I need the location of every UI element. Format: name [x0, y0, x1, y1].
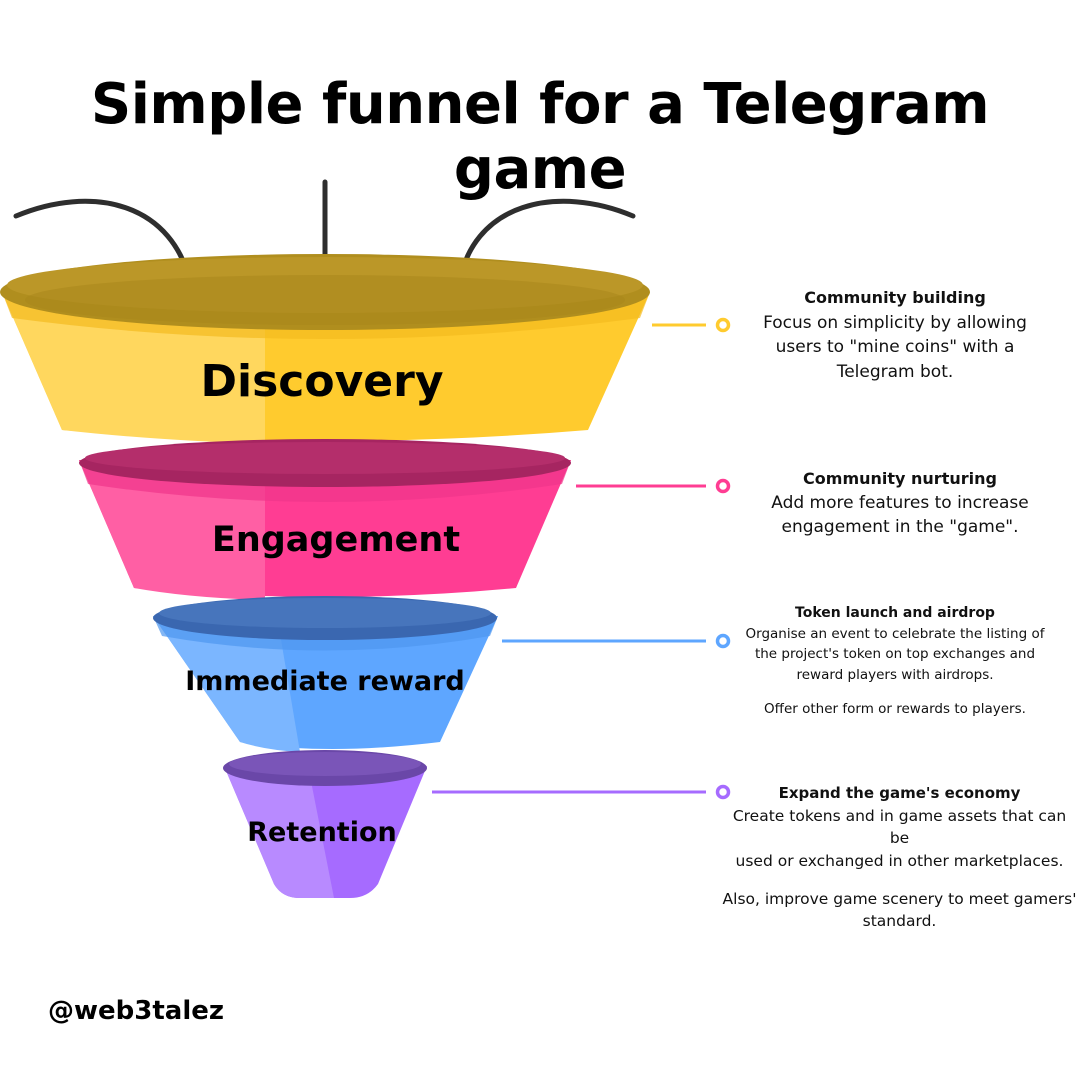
funnel-stage-discovery: [0, 254, 650, 444]
description-heading: Community nurturing: [803, 469, 997, 488]
funnel-stage-engagement: [79, 439, 571, 600]
description-line: Organise an event to celebrate the listi…: [745, 625, 1045, 642]
description-heading: Token launch and airdrop: [795, 605, 995, 621]
description-line: users to "mine coins" with a: [775, 337, 1015, 357]
description-line: used or exchanged in other marketplaces.: [735, 851, 1064, 870]
description-engagement: Community nurturing Add more features to…: [745, 467, 1055, 539]
description-line: Add more features to increase: [771, 493, 1029, 513]
stage-label-engagement: Engagement: [212, 520, 460, 560]
connector-immediate-reward: [502, 633, 731, 649]
description-heading: Expand the game's economy: [778, 784, 1021, 802]
description-line: engagement in the "game".: [781, 517, 1019, 537]
description-discovery: Community building Focus on simplicity b…: [745, 286, 1045, 384]
description-line: the project's token on top exchanges and: [754, 646, 1036, 662]
description-line: standard.: [862, 912, 937, 930]
description-heading: Community building: [804, 288, 986, 307]
funnel-stage-retention: [223, 750, 427, 898]
dot-icon: [715, 478, 731, 494]
connector-discovery: [652, 317, 731, 333]
connector-engagement: [576, 478, 731, 494]
description-line: Focus on simplicity by allowing: [763, 312, 1027, 333]
description-line: Also, improve game scenery to meet gamer…: [722, 889, 1077, 908]
description-line: Offer other form or rewards to players.: [764, 700, 1026, 717]
funnel-stage-immediate-reward: [153, 596, 498, 752]
description-retention: Expand the game's economy Create tokens …: [722, 782, 1077, 933]
author-handle: @web3talez: [48, 996, 225, 1026]
dot-icon: [715, 317, 731, 333]
description-immediate-reward: Token launch and airdrop Organise an eve…: [730, 603, 1060, 719]
description-line: Create tokens and in game assets that ca…: [732, 806, 1067, 848]
connector-retention: [432, 784, 731, 800]
dot-icon: [715, 633, 731, 649]
description-line: Telegram bot.: [836, 361, 954, 382]
dot-icon: [715, 784, 731, 800]
stage-label-retention: Retention: [247, 817, 396, 848]
page-title: Simple funnel for a Telegram game: [90, 72, 990, 202]
stage-label-discovery: Discovery: [200, 356, 443, 407]
description-line: reward players with airdrops.: [796, 666, 994, 683]
stage-label-immediate-reward: Immediate reward: [185, 666, 464, 697]
